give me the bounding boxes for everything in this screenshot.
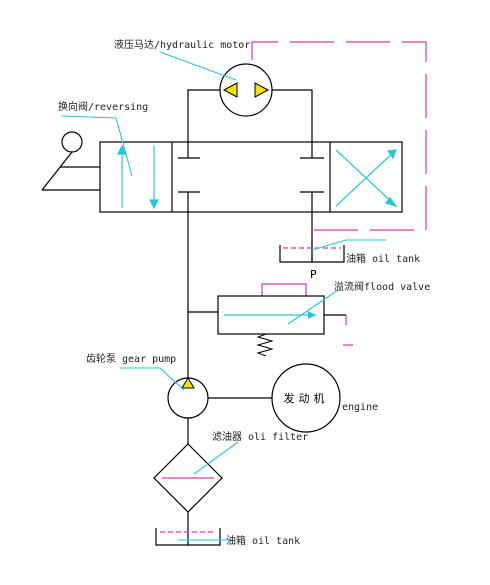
valve-blocked-ports <box>178 142 324 212</box>
label-pressure-port: P <box>310 268 317 281</box>
oil-filter <box>153 443 223 545</box>
label-engine-cn: 发动机 <box>284 391 329 405</box>
valve-parallel-arrows <box>117 144 159 210</box>
label-reversing: 换向阀/reversing <box>58 100 148 113</box>
label-engine-en: engine <box>342 402 378 413</box>
oil-tank-top <box>279 245 345 263</box>
valve-cross-arrows <box>335 149 398 208</box>
label-oil-tank-bottom: 油箱 oil tank <box>226 534 300 547</box>
motor-pipes <box>187 89 313 142</box>
pilot-line <box>251 41 427 262</box>
label-oil-tank-top: 油箱 oil tank <box>346 252 420 265</box>
label-gear-pump: 齿轮泵 gear pump <box>86 352 176 365</box>
label-oil-filter: 滤油器 oli filter <box>212 430 308 443</box>
label-flood-valve: 溢流阀flood valve <box>334 280 430 293</box>
main-pipe <box>187 212 218 378</box>
oil-tank-bottom <box>155 528 221 546</box>
gear-pump <box>167 377 272 444</box>
flood-valve <box>217 283 353 357</box>
pump-arrow <box>181 377 195 389</box>
motor-arrow-right <box>254 82 270 98</box>
leader-lines <box>61 51 386 541</box>
engine <box>271 363 341 433</box>
label-hydraulic-motor: 液压马达/hydraulic motor <box>114 38 250 51</box>
spring-icon <box>256 333 274 357</box>
motor-arrow-left <box>222 82 238 98</box>
reversing-valve <box>99 141 403 213</box>
hydraulic-motor <box>219 63 273 117</box>
lever-actuator <box>41 131 100 191</box>
